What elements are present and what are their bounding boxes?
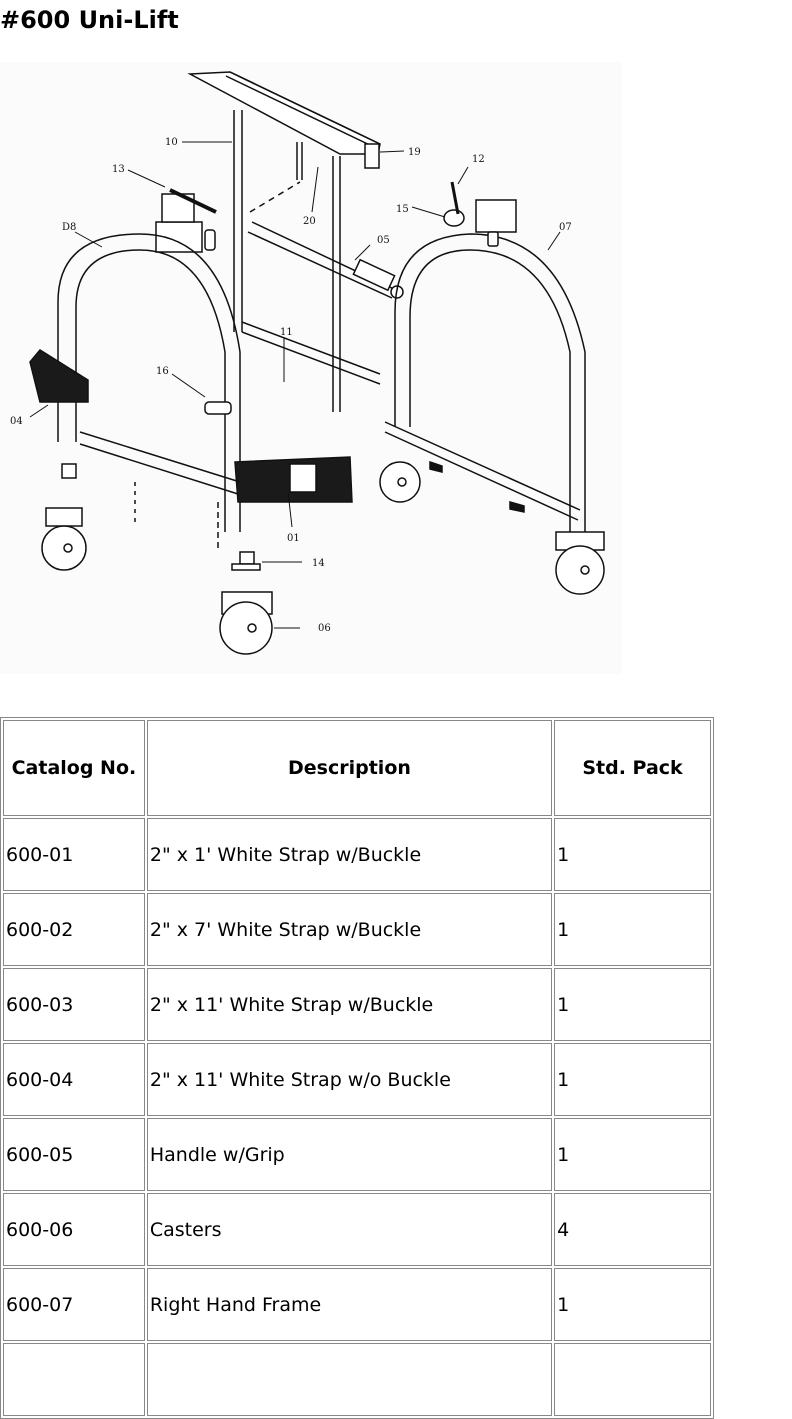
- cell-description: 2" x 11' White Strap w/o Buckle: [146, 1043, 553, 1116]
- header-std-pack: Std. Pack: [554, 720, 711, 816]
- cell-catalog: 600-04: [3, 1043, 145, 1116]
- callout-04: 04: [10, 416, 23, 427]
- cell-description: [146, 1343, 553, 1416]
- callout-11: 11: [280, 327, 293, 338]
- cell-description: 2" x 11' White Strap w/Buckle: [146, 968, 553, 1041]
- header-catalog-no: Catalog No.: [3, 720, 145, 816]
- callout-14: 14: [312, 558, 325, 569]
- callout-06: 06: [318, 623, 331, 634]
- header-description: Description: [146, 720, 553, 816]
- callout-19: 19: [408, 147, 421, 158]
- parts-table: Catalog No. Description Std. Pack 600-01…: [0, 717, 714, 1419]
- cell-catalog: 600-07: [3, 1268, 145, 1341]
- table-row: 600-04 2" x 11' White Strap w/o Buckle 1: [3, 1043, 711, 1116]
- table-row: 600-07 Right Hand Frame 1: [3, 1268, 711, 1341]
- cell-catalog: 600-03: [3, 968, 145, 1041]
- callout-16: 16: [156, 366, 169, 377]
- table-row: 600-02 2" x 7' White Strap w/Buckle 1: [3, 893, 711, 966]
- callout-15: 15: [396, 204, 409, 215]
- cell-pack: 1: [554, 893, 711, 966]
- table-row: 600-01 2" x 1' White Strap w/Buckle 1: [3, 818, 711, 891]
- cell-catalog: 600-06: [3, 1193, 145, 1266]
- callout-13: 13: [112, 164, 125, 175]
- cell-pack: 4: [554, 1193, 711, 1266]
- cell-pack: [554, 1343, 711, 1416]
- cell-description: 2" x 7' White Strap w/Buckle: [146, 893, 553, 966]
- cell-pack: 1: [554, 818, 711, 891]
- cell-pack: 1: [554, 968, 711, 1041]
- cell-catalog: [3, 1343, 145, 1416]
- cell-catalog: 600-05: [3, 1118, 145, 1191]
- callout-20: 20: [303, 216, 316, 227]
- page-title: #600 Uni-Lift: [0, 6, 179, 34]
- table-row: 600-05 Handle w/Grip 1: [3, 1118, 711, 1191]
- callout-07: 07: [559, 222, 572, 233]
- top-bar-part: [187, 71, 381, 169]
- cell-description: 2" x 1' White Strap w/Buckle: [146, 818, 553, 891]
- parts-diagram-image: 10 19 13 12 20 15 D8 05 07 11 16 04 01 1…: [0, 62, 622, 674]
- cell-pack: 1: [554, 1118, 711, 1191]
- table-header-row: Catalog No. Description Std. Pack: [3, 720, 711, 816]
- table-row: 600-03 2" x 11' White Strap w/Buckle 1: [3, 968, 711, 1041]
- table-row: [3, 1343, 711, 1416]
- callout-05: 05: [377, 235, 390, 246]
- cell-pack: 1: [554, 1268, 711, 1341]
- callout-10: 10: [165, 137, 178, 148]
- cell-pack: 1: [554, 1043, 711, 1116]
- cell-catalog: 600-01: [3, 818, 145, 891]
- table-row: 600-06 Casters 4: [3, 1193, 711, 1266]
- callout-d8: D8: [62, 222, 76, 233]
- callout-12: 12: [472, 154, 485, 165]
- cell-catalog: 600-02: [3, 893, 145, 966]
- cell-description: Handle w/Grip: [146, 1118, 553, 1191]
- cell-description: Casters: [146, 1193, 553, 1266]
- callout-01: 01: [287, 533, 300, 544]
- cell-description: Right Hand Frame: [146, 1268, 553, 1341]
